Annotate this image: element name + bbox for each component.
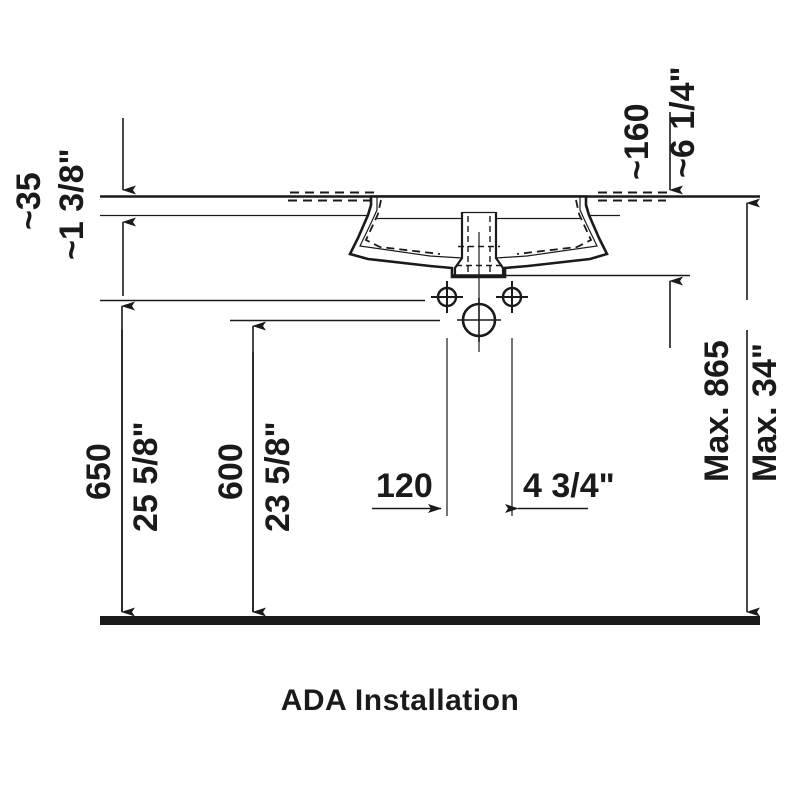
basin-rim-ledge-right — [579, 197, 586, 222]
drain-boss-right — [494, 212, 505, 276]
waste-connection-symbol — [457, 298, 501, 342]
supply-left-symbol — [431, 281, 463, 313]
label-rim-thickness-in: ~1 3/8" — [53, 148, 91, 260]
label-650-in: 25 5/8" — [127, 421, 165, 532]
label-max-865: Max. 865 — [698, 340, 736, 482]
bowl-interior-left — [359, 220, 463, 259]
label-basin-depth-mm: ~160 — [618, 103, 656, 180]
basin-hidden-left — [364, 199, 441, 255]
label-max-34: Max. 34" — [746, 343, 784, 482]
basin-rim-ledge-left — [371, 197, 378, 222]
label-basin-depth-in: ~6 1/4" — [664, 66, 702, 178]
label-dim-434: 4 3/4" — [523, 467, 615, 505]
label-650-mm: 650 — [80, 443, 118, 500]
bowl-interior-right — [495, 220, 598, 259]
basin-hidden-right — [516, 199, 593, 255]
label-rim-thickness-mm: ~35 — [10, 172, 48, 230]
drawing-caption: ADA Installation — [280, 684, 520, 717]
floor-line — [100, 616, 760, 625]
label-600-mm: 600 — [212, 443, 250, 500]
supply-right-symbol — [496, 281, 528, 313]
label-dim-120: 120 — [376, 467, 433, 505]
label-600-in: 23 5/8" — [259, 421, 297, 532]
drain-boss-left — [453, 212, 464, 276]
